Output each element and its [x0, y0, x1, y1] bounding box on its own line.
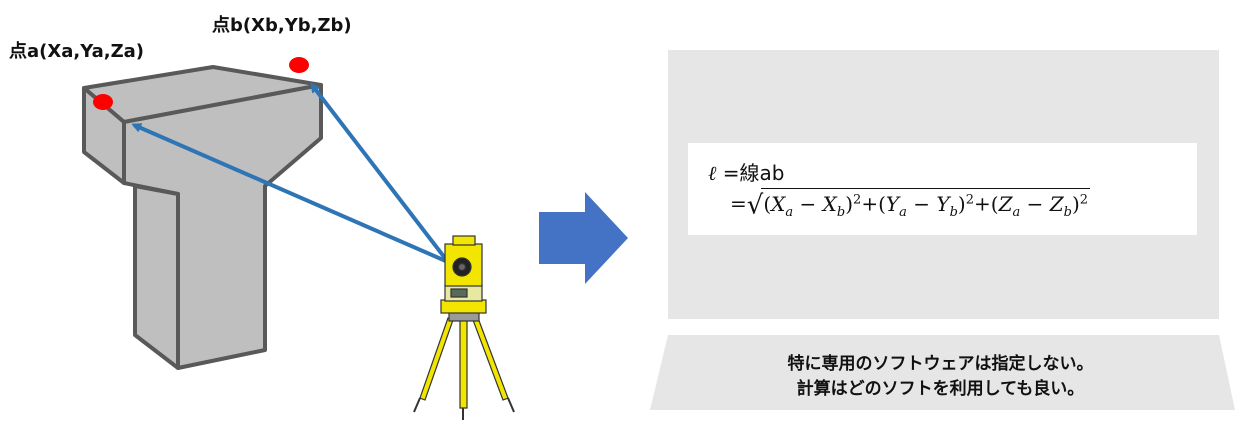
subscript: b [949, 204, 958, 220]
note-line-2: 計算はどのソフトを利用しても良い。 [796, 379, 1085, 399]
plus-sign: + [861, 191, 879, 216]
instrument-base [440, 299, 487, 314]
subscript: b [836, 204, 846, 220]
open-paren: ( [878, 191, 886, 216]
variable: Y [885, 191, 900, 216]
variable: Z [1049, 191, 1064, 216]
radicand-term: (Xa − Xb)2 [763, 191, 862, 220]
flow-arrow [539, 192, 628, 284]
radicand-term: (Za − Zb)2 [990, 191, 1089, 220]
exponent: 2 [1079, 192, 1089, 207]
measure-arrow-to-b [310, 82, 450, 264]
minus-sign: − [906, 191, 937, 216]
point-b-marker [289, 57, 309, 73]
variable: X [822, 191, 837, 216]
radicand-term: (Ya − Yb)2 [878, 191, 974, 220]
radicand: (Xa − Xb)2+(Ya − Yb)2+(Za − Zb)2 [761, 188, 1091, 224]
exponent: 2 [853, 192, 862, 207]
subscript: a [785, 204, 794, 220]
minus-sign: − [793, 191, 823, 216]
formula-line-1: ℓ =線ab [708, 157, 784, 186]
total-station-instrument [413, 235, 515, 420]
close-paren: ) [957, 191, 966, 216]
note-background [650, 335, 1235, 410]
instrument-handle [452, 235, 476, 246]
plus-sign: + [973, 191, 991, 216]
bridge-pier [82, 65, 323, 370]
formula-line-1-rhs: =線ab [722, 161, 785, 185]
sqrt-sign: √ [746, 190, 764, 221]
point-a-marker [93, 94, 113, 110]
tripod-leg-left [419, 317, 454, 401]
open-paren: ( [763, 191, 772, 216]
subscript: a [899, 204, 907, 220]
pier-column-left-face [133, 184, 180, 370]
variable: X [771, 191, 786, 216]
note-line-1: 特に専用のソフトウェアは指定しない。 [787, 354, 1094, 374]
exponent: 2 [965, 192, 974, 207]
variable: Y [936, 191, 950, 216]
variable: Z [998, 191, 1013, 216]
formula-line-2-prefix: = [730, 191, 747, 216]
minus-sign: − [1020, 191, 1050, 216]
point-b-label: 点b(Xb,Yb,Zb) [212, 15, 352, 36]
measure-arrow-to-a [131, 123, 449, 264]
tripod-leg-center [459, 319, 468, 409]
tripod-leg-right [472, 317, 509, 401]
open-paren: ( [990, 191, 999, 216]
formula-box: ℓ =線ab =√(Xa − Xb)2+(Ya − Yb)2+(Za − Zb)… [688, 143, 1197, 235]
subscript: b [1063, 204, 1072, 220]
formula-line-2: =√(Xa − Xb)2+(Ya − Yb)2+(Za − Zb)2 [730, 188, 1091, 224]
close-paren: ) [1071, 191, 1080, 216]
subscript: a [1012, 204, 1021, 220]
ell-symbol: ℓ [708, 161, 717, 185]
point-a-label: 点a(Xa,Ya,Za) [9, 41, 145, 62]
close-paren: ) [845, 191, 854, 216]
